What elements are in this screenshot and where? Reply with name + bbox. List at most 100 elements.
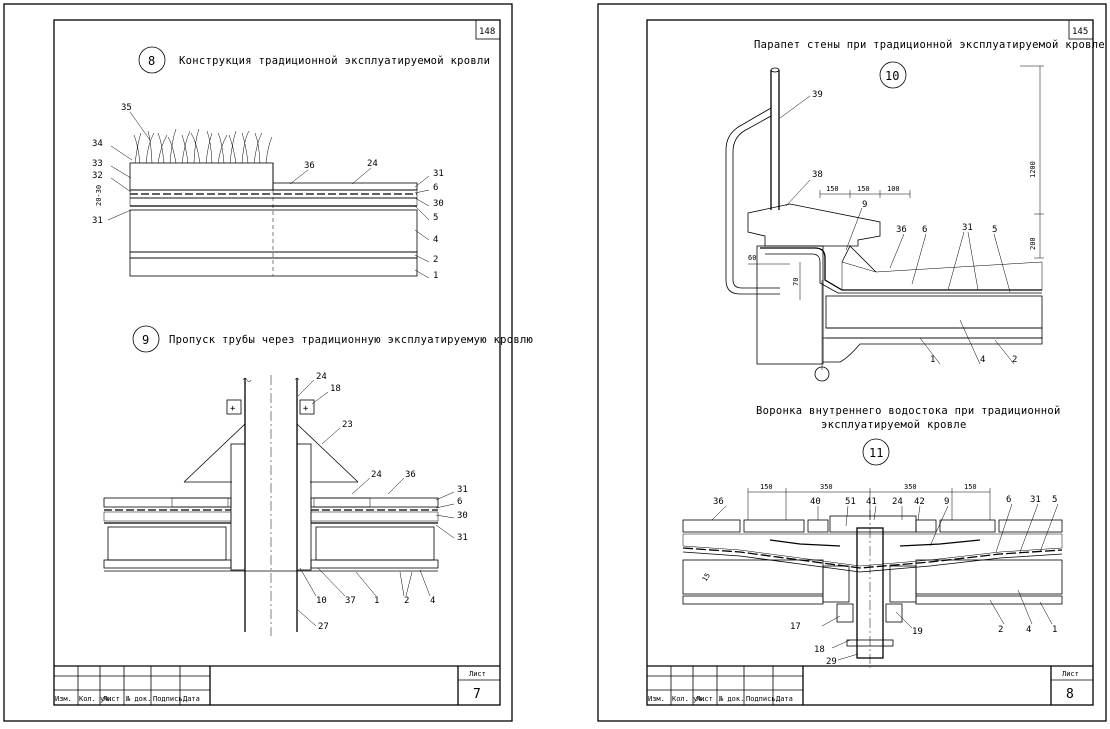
callout: 39 [812,90,823,100]
dimension-label: 100 [887,185,900,193]
callout: 37 [345,596,356,606]
dimension-label: 1200 [1029,161,1037,178]
callout: 19 [912,627,923,637]
title-block-stamp: Изм. Кол. уч. Лист № док. Подпись Дата Л… [54,665,500,705]
callout: 36 [713,497,724,507]
roof-drain-11-diagram: 150 350 350 150 [682,483,1063,668]
callout: 1 [433,271,438,281]
stamp-sheet-label: Лист [1062,670,1079,678]
dimension-label: 350 [820,483,833,491]
section-title: Парапет стены при традиционной эксплуати… [754,39,1105,51]
sheet-right-frame [646,19,1094,706]
callout: 6 [922,225,927,235]
callout: 20-30 [95,185,103,206]
callout: 24 [892,497,903,507]
callout: 51 [845,497,856,507]
callout: 10 [316,596,327,606]
callout: 40 [810,497,821,507]
callout: 31 [92,216,103,226]
sheet-left-frame [53,19,501,706]
callout: 6 [433,183,438,193]
stamp-column-label: Дата [776,695,793,703]
stamp-column-label: Кол. уч. [79,695,113,703]
sheet-right-outer-border [597,3,1107,722]
sheet-left: 148 8 Конструкция традиционной эксплуати… [3,3,533,722]
callout: 31 [457,485,468,495]
corner-box [1068,19,1094,40]
sheet-right: 145 Парапет стены при традиционной экспл… [597,3,1107,722]
stamp-column-label: Изм. [648,695,665,703]
callout: 24 [367,159,378,169]
callout: 5 [992,225,997,235]
callout: 24 [316,372,327,382]
pipe-penetration-9-diagram: + + [103,372,468,636]
svg-text:+: + [230,404,236,414]
callout: 23 [342,420,353,430]
callout: 9 [944,497,949,507]
sheet-left-outer-border [3,3,513,722]
parapet-section-10-diagram: 150 150 100 1200 200 60 70 39 38 [725,65,1044,382]
callout: 2 [404,596,409,606]
dimension-label: 70 [792,278,800,286]
callout: 6 [1006,495,1011,505]
section-title: Пропуск трубы через традиционную эксплуа… [169,334,533,346]
callout: 36 [896,225,907,235]
callout: 36 [304,161,315,171]
callout: 9 [862,200,867,210]
section-marker-circle [879,61,907,89]
callout: 1 [374,596,379,606]
callout: 18 [330,384,341,394]
stamp-column-label: № док. [718,695,744,703]
callout: 4 [1026,625,1031,635]
stamp-column-label: Подпись [153,695,183,703]
callout: 18 [814,645,825,655]
dimension-label: 150 [964,483,977,491]
section-title: Конструкция традиционной эксплуатируемой… [179,55,490,67]
section-number: 8 [148,54,155,68]
dimension-label: 150 [857,185,870,193]
callout: 24 [371,470,382,480]
dimension-label: 350 [904,483,917,491]
callout: 41 [866,497,877,507]
callout: 17 [790,622,801,632]
stamp-column-label: Изм. [55,695,72,703]
callout: 35 [121,103,132,113]
section-number: 10 [885,69,899,83]
callout: 4 [433,235,438,245]
section-marker-circle [138,46,166,74]
dimension-label: 200 [1029,237,1037,250]
stamp-column-label: Подпись [746,695,776,703]
section-number: 11 [869,446,883,460]
callout: 30 [433,199,444,209]
callout: 1 [930,355,935,365]
callout: 5 [433,213,438,223]
callout: 30 [457,511,468,521]
stamp-column-label: Дата [183,695,200,703]
dimension-label: 150 [760,483,773,491]
callout: 4 [980,355,985,365]
stamp-sheet-number: 7 [473,687,481,702]
callout: 2 [998,625,1003,635]
svg-text:+: + [303,404,309,414]
stamp-sheet-label: Лист [469,670,486,678]
page-corner-number: 148 [479,27,495,37]
section-title-line2: эксплуатируемой кровле [821,419,967,431]
section-title: Воронка внутреннего водостока при традиц… [756,405,1061,417]
callout: 34 [92,139,103,149]
callout: 33 [92,159,103,169]
section-number: 9 [142,333,149,347]
page-corner-number: 145 [1072,27,1088,37]
callout: 31 [433,169,444,179]
callout: 36 [405,470,416,480]
callout: 29 [826,657,837,667]
section-marker-circle [862,438,890,466]
callout: 42 [914,497,925,507]
title-block-stamp: Изм. Кол. уч. Лист № док. Подпись Дата Л… [647,665,1093,705]
callout: 5 [1052,495,1057,505]
stamp-column-label: № док. [125,695,151,703]
roof-section-8-diagram: 35 34 33 32 20-30 31 36 24 31 6 30 5 4 2… [92,103,444,281]
stamp-column-label: Кол. уч. [672,695,706,703]
callout: 31 [962,223,973,233]
